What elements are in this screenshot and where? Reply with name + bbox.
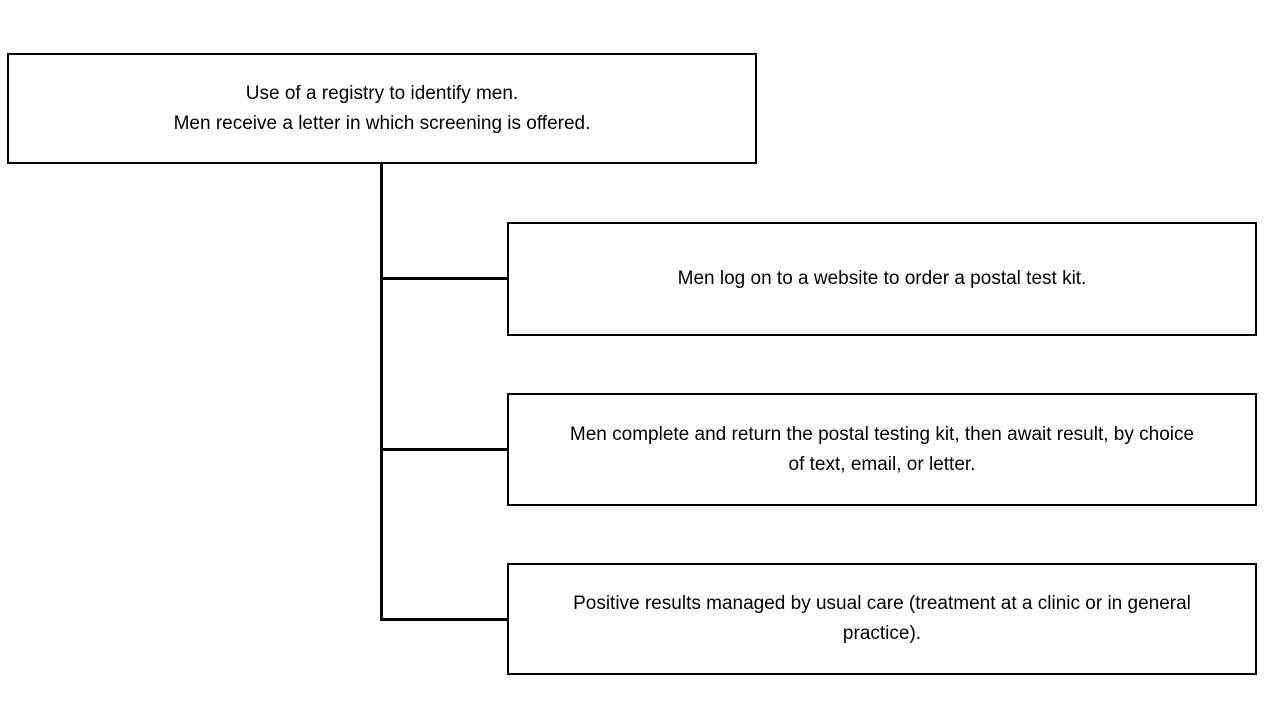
connector-trunk-vertical bbox=[380, 164, 383, 621]
connector-branch-return-kit bbox=[380, 448, 509, 451]
flowchart-node-order-kit: Men log on to a website to order a posta… bbox=[507, 222, 1257, 336]
node-text-line: of text, email, or letter. bbox=[788, 453, 976, 475]
flowchart-node-return-kit: Men complete and return the postal testi… bbox=[507, 393, 1257, 506]
connector-branch-positive-results bbox=[380, 618, 509, 621]
node-text-line: Positive results managed by usual care (… bbox=[573, 593, 1191, 614]
node-text-line: Men complete and return the postal testi… bbox=[569, 423, 1195, 445]
node-text-line: practice). bbox=[842, 623, 922, 644]
node-text-line: Use of a registry to identify men. bbox=[245, 82, 519, 104]
connector-branch-order-kit bbox=[380, 277, 509, 280]
node-text-line: Men receive a letter in which screening … bbox=[173, 112, 591, 134]
flowchart-node-positive-results: Positive results managed by usual care (… bbox=[507, 563, 1257, 675]
flowchart-node-registry: Use of a registry to identify men. Men r… bbox=[7, 53, 757, 164]
node-text-line: Men log on to a website to order a posta… bbox=[677, 268, 1087, 289]
